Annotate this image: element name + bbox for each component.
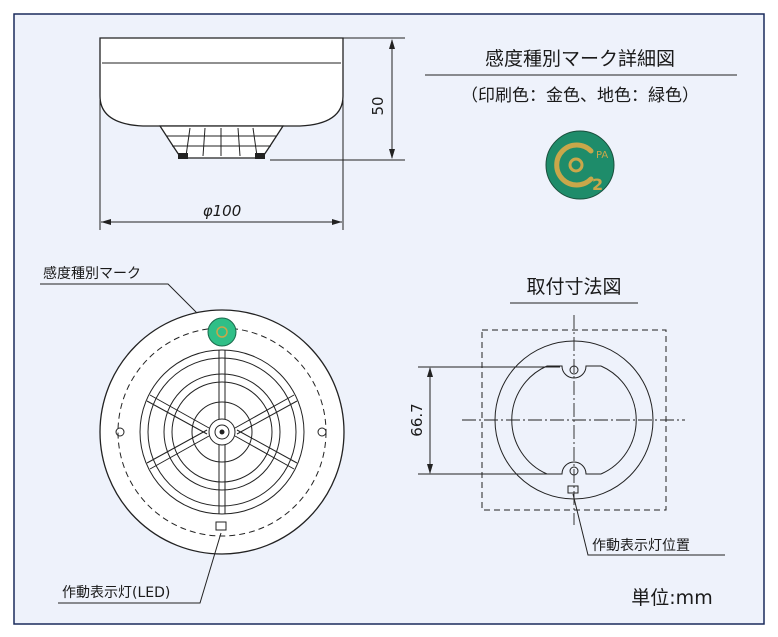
- mounting-ring-inner-right: [600, 365, 637, 475]
- spoke-5a: [234, 435, 295, 470]
- grill-spokes: [146, 350, 298, 514]
- grill-center-dot: [219, 429, 225, 435]
- badge-inner-circle: [568, 157, 584, 173]
- slot-bottom: [547, 461, 601, 475]
- pitch-dimension: 66.7: [408, 403, 426, 436]
- detail-subtitle: （印刷色：金色、地色：緑色）: [461, 86, 699, 106]
- grill-bar-5: [252, 127, 258, 157]
- spoke-2a: [149, 394, 210, 429]
- detail-title: 感度種別マーク詳細図: [485, 48, 675, 70]
- grill-ring-mid: [163, 373, 281, 491]
- grill-foot-left: [178, 153, 188, 159]
- mark-dot-center: [216, 326, 228, 338]
- led-leader-line: [58, 532, 222, 604]
- grill-foot-right: [255, 153, 265, 159]
- slot-top: [547, 365, 601, 379]
- grill-ring-outer-inner: [147, 357, 297, 507]
- grill-ring-core: [208, 418, 236, 446]
- grill-ring-mid-inner: [171, 381, 273, 483]
- diameter-arrow-right: [332, 219, 342, 225]
- grill-bar-4: [237, 127, 241, 157]
- mounting-screw-top: [569, 365, 579, 375]
- height-dimension: 50: [369, 96, 387, 115]
- mounting-hole-left: [115, 427, 125, 437]
- mark-detail: 感度種別マーク詳細図 （印刷色：金色、地色：緑色） PA 2: [425, 48, 737, 200]
- mounting-ring-inner-left: [511, 365, 548, 475]
- mounting-title: 取付寸法図: [526, 276, 621, 298]
- side-view-body: [99, 37, 344, 127]
- led-position-marker: [567, 485, 579, 494]
- grill-ring-inner: [191, 401, 253, 463]
- diameter-dimension: φ100: [203, 202, 242, 220]
- spoke-3b: [236, 400, 298, 435]
- led-indicator: [215, 521, 227, 531]
- height-arrow-bottom: [389, 149, 395, 159]
- spoke-2b: [146, 400, 208, 435]
- unit-label: 単位:mm: [631, 587, 712, 609]
- height-arrow-top: [389, 39, 395, 49]
- grill-bar-2: [202, 127, 206, 157]
- mounting-diagram: 取付寸法図 66.7 作動表示灯位置: [408, 276, 725, 556]
- led-position-label: 作動表示灯位置: [592, 538, 690, 554]
- pitch-arrow-top: [427, 367, 433, 377]
- grill-ring-outer: [139, 349, 305, 515]
- badge-c-mark: [554, 142, 594, 188]
- mounting-hole-right: [317, 427, 327, 437]
- mark-label: 感度種別マーク: [43, 265, 141, 282]
- spoke-3a: [234, 394, 295, 429]
- bottom-view: 感度種別マーク: [40, 265, 345, 604]
- grill-bar-1: [185, 127, 191, 157]
- led-position-leader-line: [572, 493, 725, 556]
- spoke-4b: [146, 429, 208, 464]
- diameter-arrow-left: [101, 219, 111, 225]
- sensitivity-mark-dot: [207, 317, 237, 347]
- pitch-arrow-bottom: [427, 464, 433, 474]
- spoke-4a: [149, 435, 210, 470]
- mounting-screw-bottom: [569, 466, 579, 476]
- badge-digit-text: 2: [592, 175, 603, 194]
- led-label: 作動表示灯(LED): [62, 585, 170, 601]
- badge-pa-text: PA: [596, 150, 608, 161]
- side-view: 50 φ100: [99, 37, 405, 230]
- spoke-5b: [236, 429, 298, 464]
- grill-ring-hub: [214, 424, 230, 440]
